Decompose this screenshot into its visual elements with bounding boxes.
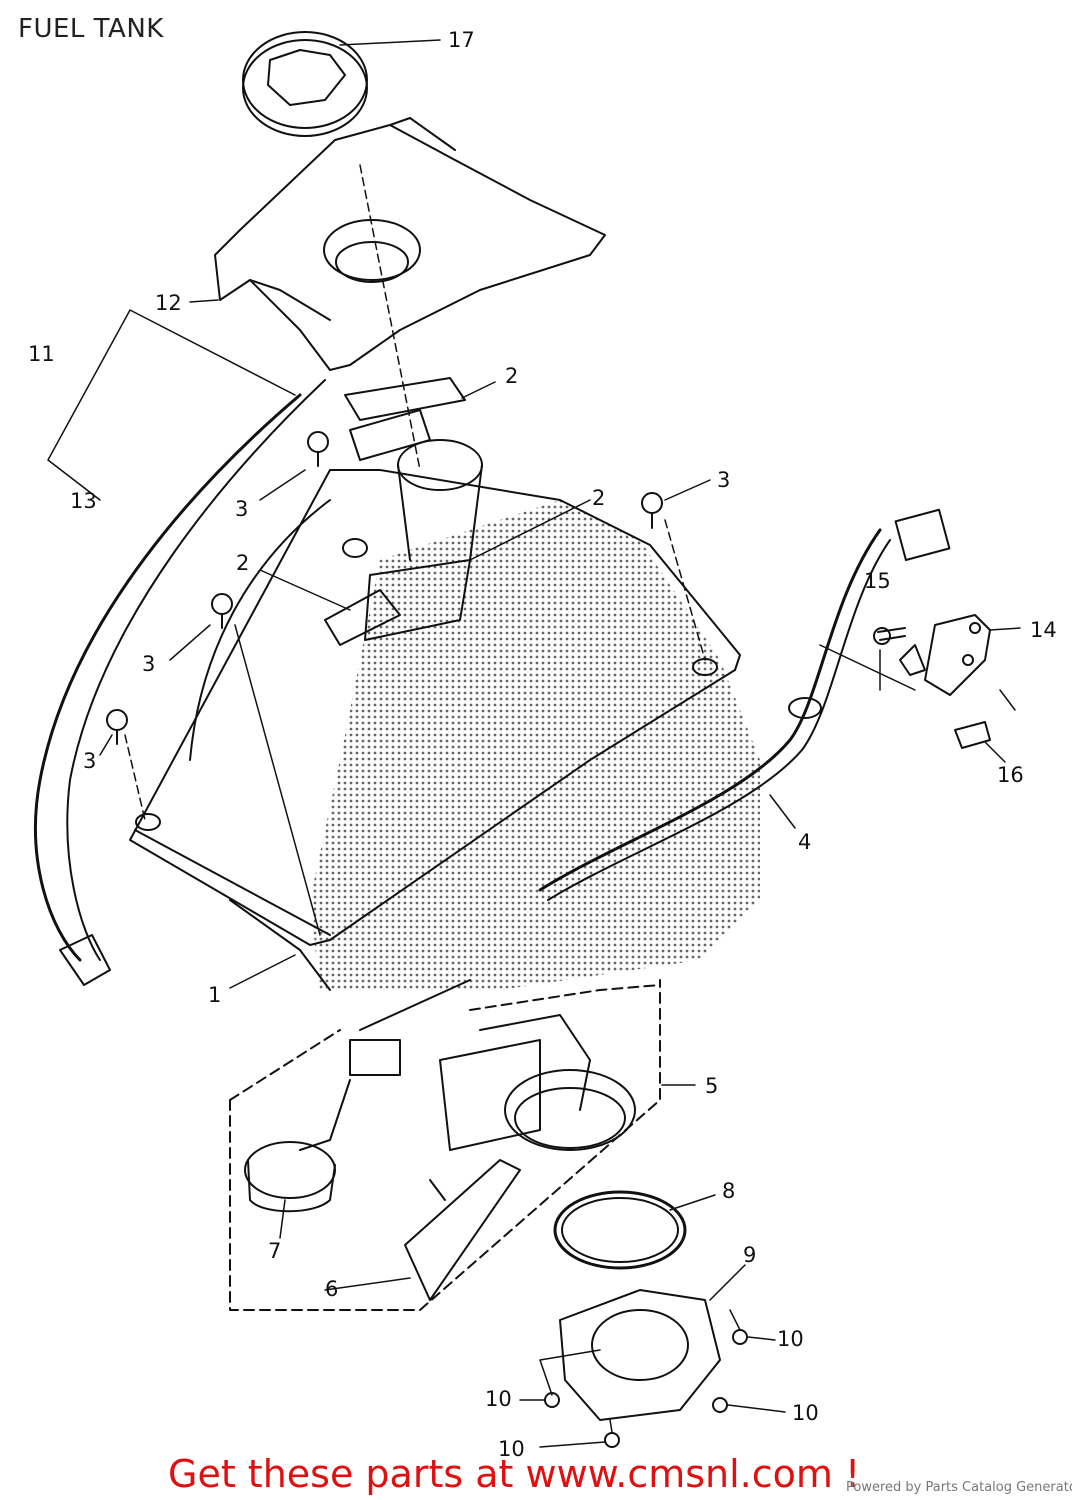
callout-16: 16 bbox=[997, 763, 1024, 787]
gasket-plate-part bbox=[559, 1289, 721, 1421]
callout-8: 8 bbox=[722, 1179, 735, 1203]
fuel-float-part bbox=[244, 1141, 336, 1213]
callout-9: 9 bbox=[743, 1243, 756, 1267]
circlip-ring-part bbox=[553, 1190, 687, 1270]
callout-3c: 3 bbox=[142, 652, 155, 676]
callout-5: 5 bbox=[705, 1074, 718, 1098]
halftone-shading bbox=[310, 500, 760, 990]
fuel-hose-part bbox=[538, 508, 951, 901]
callout-2c: 2 bbox=[236, 551, 249, 575]
breather-hose-part bbox=[34, 379, 326, 986]
callout-15: 15 bbox=[864, 569, 891, 593]
callout-3a: 3 bbox=[235, 497, 248, 521]
callout-labels: 17 12 11 2 13 3 3 2 2 3 3 15 14 16 4 1 5… bbox=[28, 28, 1057, 1461]
fuel-cap-part bbox=[242, 31, 368, 137]
callout-2a: 2 bbox=[505, 364, 518, 388]
get-parts-link[interactable]: Get these parts at www.cmsnl.com ! bbox=[168, 1452, 861, 1496]
callout-3d: 3 bbox=[83, 749, 96, 773]
callout-13: 13 bbox=[70, 489, 97, 513]
fuel-filter-part bbox=[404, 1159, 521, 1301]
pad-part bbox=[324, 377, 471, 646]
callout-7: 7 bbox=[268, 1239, 281, 1263]
callout-6: 6 bbox=[325, 1277, 338, 1301]
bracket-part bbox=[873, 614, 991, 749]
callout-12: 12 bbox=[155, 291, 182, 315]
callout-10c: 10 bbox=[792, 1401, 819, 1425]
leader-lines bbox=[47, 39, 1021, 1448]
fuel-tank-part bbox=[129, 439, 741, 991]
callout-10b: 10 bbox=[485, 1387, 512, 1411]
callout-10d: 10 bbox=[498, 1437, 525, 1461]
callout-4: 4 bbox=[798, 830, 811, 854]
callout-14: 14 bbox=[1030, 618, 1057, 642]
callout-10a: 10 bbox=[777, 1327, 804, 1351]
page-title: FUEL TANK bbox=[18, 14, 164, 44]
bolt-part bbox=[106, 431, 663, 745]
callout-17: 17 bbox=[448, 28, 475, 52]
tank-cover-part bbox=[214, 117, 606, 371]
powered-by-text: Powered by Parts Catalog Generator bbox=[846, 1480, 1072, 1495]
callout-11: 11 bbox=[28, 342, 55, 366]
callout-2b: 2 bbox=[592, 486, 605, 510]
callout-1: 1 bbox=[208, 983, 221, 1007]
callout-3b: 3 bbox=[717, 468, 730, 492]
fuel-pump-assembly-part bbox=[229, 979, 661, 1311]
